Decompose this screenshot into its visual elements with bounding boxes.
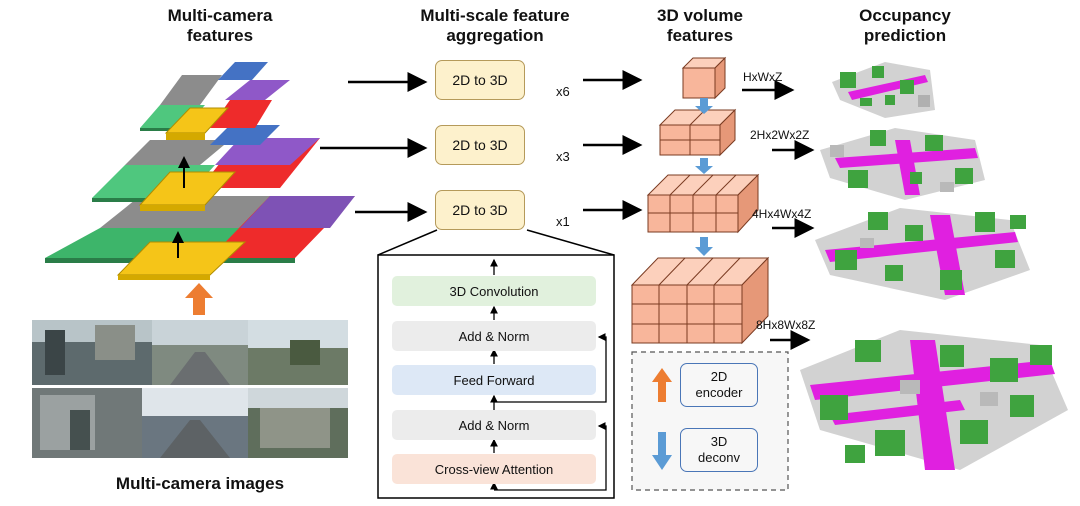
volume-cube-4 xyxy=(630,256,770,345)
header-line: 3D volume xyxy=(657,6,743,25)
multiplier-x3: x3 xyxy=(556,149,570,164)
header-line: features xyxy=(186,26,254,45)
volume-cube-3 xyxy=(646,173,760,234)
header-occupancy-prediction: Occupancy prediction xyxy=(830,6,980,46)
block-add-norm-top: Add & Norm xyxy=(392,321,596,351)
occupancy-prediction-1 xyxy=(832,62,935,118)
legend-3d-deconv: 3D deconv xyxy=(680,428,758,472)
header-multi-scale-aggregation: Multi-scale feature aggregation xyxy=(395,6,595,46)
encoder-legend-icon xyxy=(652,368,672,402)
yellow-feature-stack xyxy=(116,107,247,280)
header-3d-volume-features: 3D volume features xyxy=(630,6,770,46)
header-line: features xyxy=(666,26,734,45)
deconv-legend-icon xyxy=(652,432,672,470)
2d-to-3d-box-x3: 2D to 3D xyxy=(435,125,525,165)
occupancy-prediction-4 xyxy=(800,330,1068,470)
volume-label-4: 8Hx8Wx8Z xyxy=(756,318,816,332)
box-label: 2D to 3D xyxy=(452,202,508,218)
deconv-arrow-icon xyxy=(695,237,713,256)
volume-cube-2 xyxy=(658,108,737,157)
multi-camera-images-label: Multi-camera images xyxy=(115,474,285,493)
multiplier-x6: x6 xyxy=(556,84,570,99)
box-label: 2D to 3D xyxy=(452,72,508,88)
multiplier-x1: x1 xyxy=(556,214,570,229)
deconv-arrow-icon xyxy=(695,158,713,174)
block-cross-view-attention: Cross-view Attention xyxy=(392,454,596,484)
multi-camera-photos xyxy=(32,320,348,458)
legend-line: deconv xyxy=(698,450,740,465)
header-line: Occupancy xyxy=(859,6,951,25)
transformer-block-frame xyxy=(377,254,615,499)
2d-to-3d-box-x6: 2D to 3D xyxy=(435,60,525,100)
deconv-arrow-icon xyxy=(695,98,713,114)
encoder-arrow-icon xyxy=(185,283,213,315)
header-line: Multi-camera xyxy=(167,6,273,25)
header-line: aggregation xyxy=(446,26,544,45)
header-line: prediction xyxy=(863,26,947,45)
volume-label-1: HxWxZ xyxy=(743,70,783,84)
volume-label-2: 2Hx2Wx2Z xyxy=(750,128,810,142)
legend-line: 3D xyxy=(710,434,728,449)
legend-line: 2D xyxy=(710,369,728,384)
occupancy-prediction-2 xyxy=(820,128,985,200)
block-3d-convolution: 3D Convolution xyxy=(392,276,596,306)
block-feed-forward: Feed Forward xyxy=(392,365,596,395)
volume-cube-1 xyxy=(681,56,727,100)
block-add-norm-bottom: Add & Norm xyxy=(392,410,596,440)
box-label: 2D to 3D xyxy=(452,137,508,153)
header-multi-camera-features: Multi-camera features xyxy=(130,6,310,46)
legend-2d-encoder: 2D encoder xyxy=(680,363,758,407)
header-line: Multi-scale feature xyxy=(420,6,570,25)
volume-label-3: 4Hx4Wx4Z xyxy=(752,207,812,221)
legend-line: encoder xyxy=(695,385,743,400)
occupancy-prediction-3 xyxy=(815,208,1030,300)
2d-to-3d-box-x1: 2D to 3D xyxy=(435,190,525,230)
